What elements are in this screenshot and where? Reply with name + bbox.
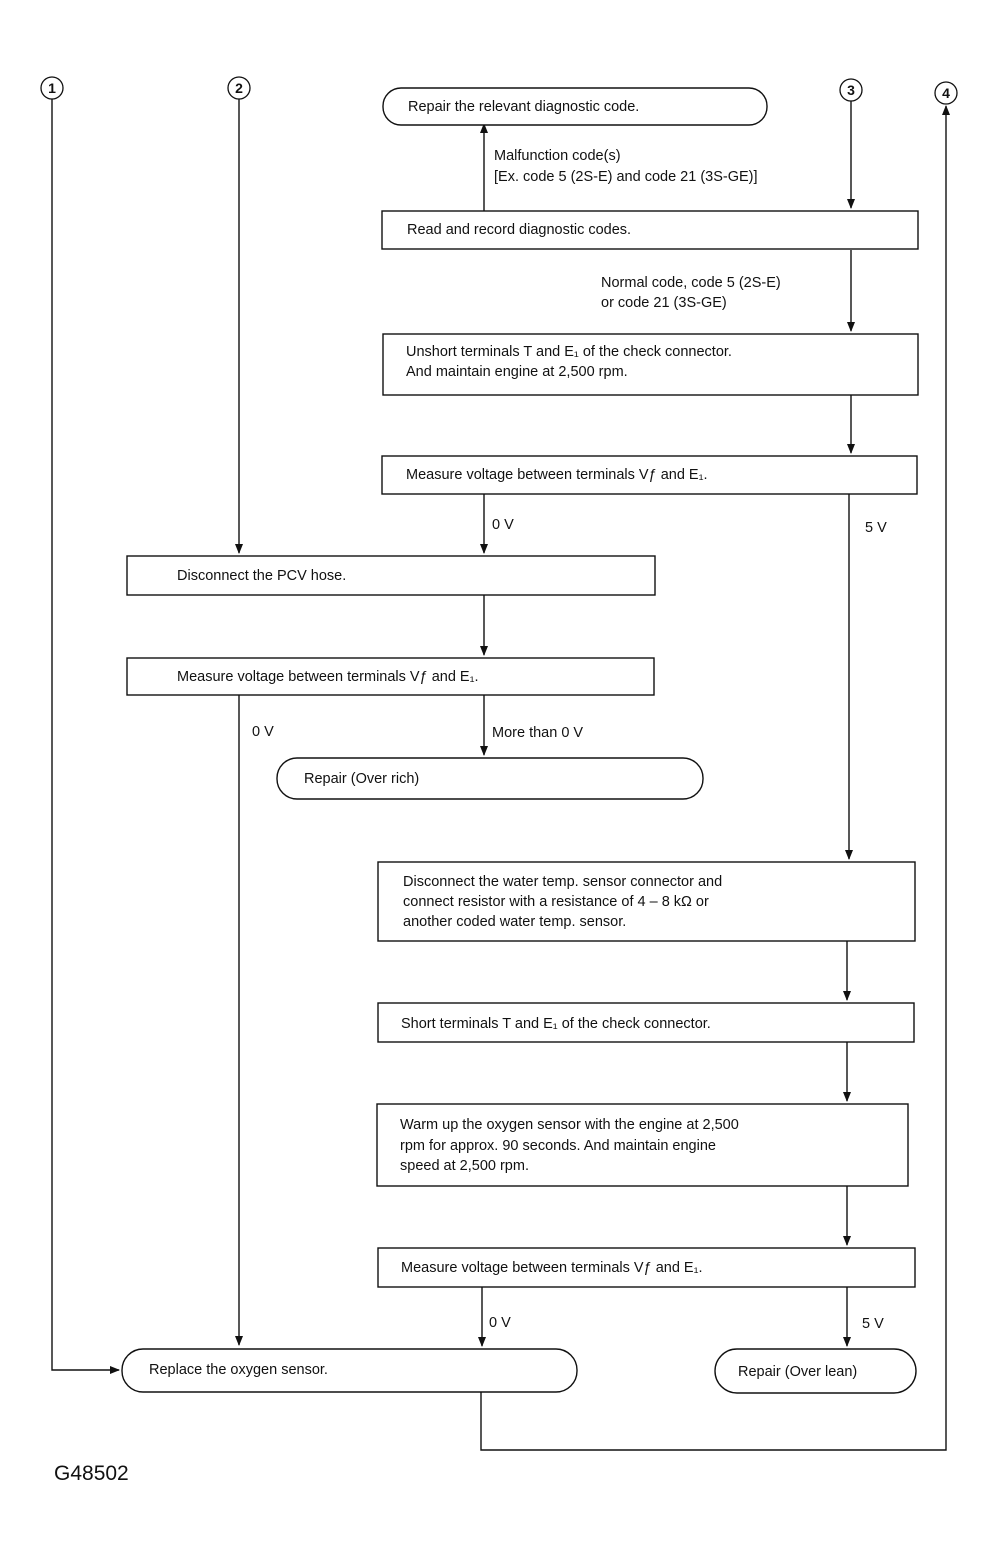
step-measure-voltage-1: Measure voltage between terminals Vƒ and… xyxy=(381,455,918,495)
svg-text:4: 4 xyxy=(942,85,950,101)
step-replace-oxygen-sensor: Replace the oxygen sensor. xyxy=(121,1348,578,1393)
step-measure-voltage-2: Measure voltage between terminals Vƒ and… xyxy=(126,657,655,696)
svg-text:Normal code, code 5 (2S-E): Normal code, code 5 (2S-E) xyxy=(601,275,781,291)
label-5v-measure3: 5 V xyxy=(862,1316,884,1332)
svg-text:another coded water temp. sens: another coded water temp. sensor. xyxy=(403,914,626,930)
svg-text:Disconnect the water temp. sen: Disconnect the water temp. sensor connec… xyxy=(403,874,722,890)
svg-text:1: 1 xyxy=(48,80,56,96)
svg-text:3: 3 xyxy=(847,82,855,98)
label-5v-measure1: 5 V xyxy=(865,520,887,536)
svg-text:[Ex. code 5 (2S-E) and code 21: [Ex. code 5 (2S-E) and code 21 (3S-GE)] xyxy=(494,169,758,185)
svg-text:Repair (Over lean): Repair (Over lean) xyxy=(738,1364,857,1380)
svg-text:Disconnect the PCV hose.: Disconnect the PCV hose. xyxy=(177,568,346,584)
step-unshort-terminals: Unshort terminals T and E₁ of the check … xyxy=(382,333,919,396)
svg-text:connect resistor with a resist: connect resistor with a resistance of 4 … xyxy=(403,894,709,910)
label-0v-measure3: 0 V xyxy=(489,1315,511,1331)
connector-2: 2 xyxy=(227,76,251,100)
step-warm-up-oxygen-sensor: Warm up the oxygen sensor with the engin… xyxy=(376,1103,909,1187)
svg-text:rpm for approx. 90 seconds. A: rpm for approx. 90 seconds. And maintain… xyxy=(400,1138,716,1154)
connector-4-line xyxy=(480,105,950,1451)
svg-text:Short terminals T and E₁ of th: Short terminals T and E₁ of the check co… xyxy=(401,1016,711,1032)
label-malfunction-codes: Malfunction code(s) [Ex. code 5 (2S-E) a… xyxy=(494,148,758,185)
step-short-terminals: Short terminals T and E₁ of the check co… xyxy=(377,1002,915,1043)
step-disconnect-water-temp: Disconnect the water temp. sensor connec… xyxy=(377,861,916,942)
step-repair-diagnostic-code: Repair the relevant diagnostic code. xyxy=(382,87,768,126)
label-0v-measure2: 0 V xyxy=(252,724,274,740)
svg-text:Repair the relevant diagnostic: Repair the relevant diagnostic code. xyxy=(408,99,639,115)
step-disconnect-pcv: Disconnect the PCV hose. xyxy=(126,555,656,596)
svg-text:2: 2 xyxy=(235,80,243,96)
svg-text:Repair (Over rich): Repair (Over rich) xyxy=(304,771,419,787)
svg-text:Measure voltage between termin: Measure voltage between terminals Vƒ and… xyxy=(177,669,479,685)
svg-text:Unshort terminals T and E₁ of: Unshort terminals T and E₁ of the check … xyxy=(406,344,732,360)
connector-1: 1 xyxy=(40,76,64,100)
step-repair-over-lean: Repair (Over lean) xyxy=(714,1348,917,1394)
svg-text:Measure voltage between termin: Measure voltage between terminals Vƒ and… xyxy=(401,1260,703,1276)
svg-text:or code 21 (3S-GE): or code 21 (3S-GE) xyxy=(601,295,727,311)
label-0v-measure1: 0 V xyxy=(492,517,514,533)
figure-id: G48502 xyxy=(54,1462,129,1485)
connector-1-line xyxy=(51,99,120,1374)
connector-3: 3 xyxy=(839,78,863,102)
step-measure-voltage-3: Measure voltage between terminals Vƒ and… xyxy=(377,1247,916,1288)
label-normal-code: Normal code, code 5 (2S-E) or code 21 (3… xyxy=(601,275,781,311)
svg-text:And maintain engine at 2,500 r: And maintain engine at 2,500 rpm. xyxy=(406,364,628,380)
svg-text:Warm up the oxygen sensor with: Warm up the oxygen sensor with the engin… xyxy=(400,1117,739,1133)
svg-text:Read and record diagnostic cod: Read and record diagnostic codes. xyxy=(407,222,631,238)
svg-text:Replace the oxygen sensor.: Replace the oxygen sensor. xyxy=(149,1362,328,1378)
step-repair-over-rich: Repair (Over rich) xyxy=(276,757,704,800)
label-more-than-0v: More than 0 V xyxy=(492,725,583,741)
svg-text:Malfunction code(s): Malfunction code(s) xyxy=(494,148,621,164)
svg-text:speed at 2,500 rpm.: speed at 2,500 rpm. xyxy=(400,1158,529,1174)
step-read-record-codes: Read and record diagnostic codes. xyxy=(381,210,919,250)
svg-text:Measure voltage between termin: Measure voltage between terminals Vƒ and… xyxy=(406,467,708,483)
connector-4: 4 xyxy=(934,81,958,105)
